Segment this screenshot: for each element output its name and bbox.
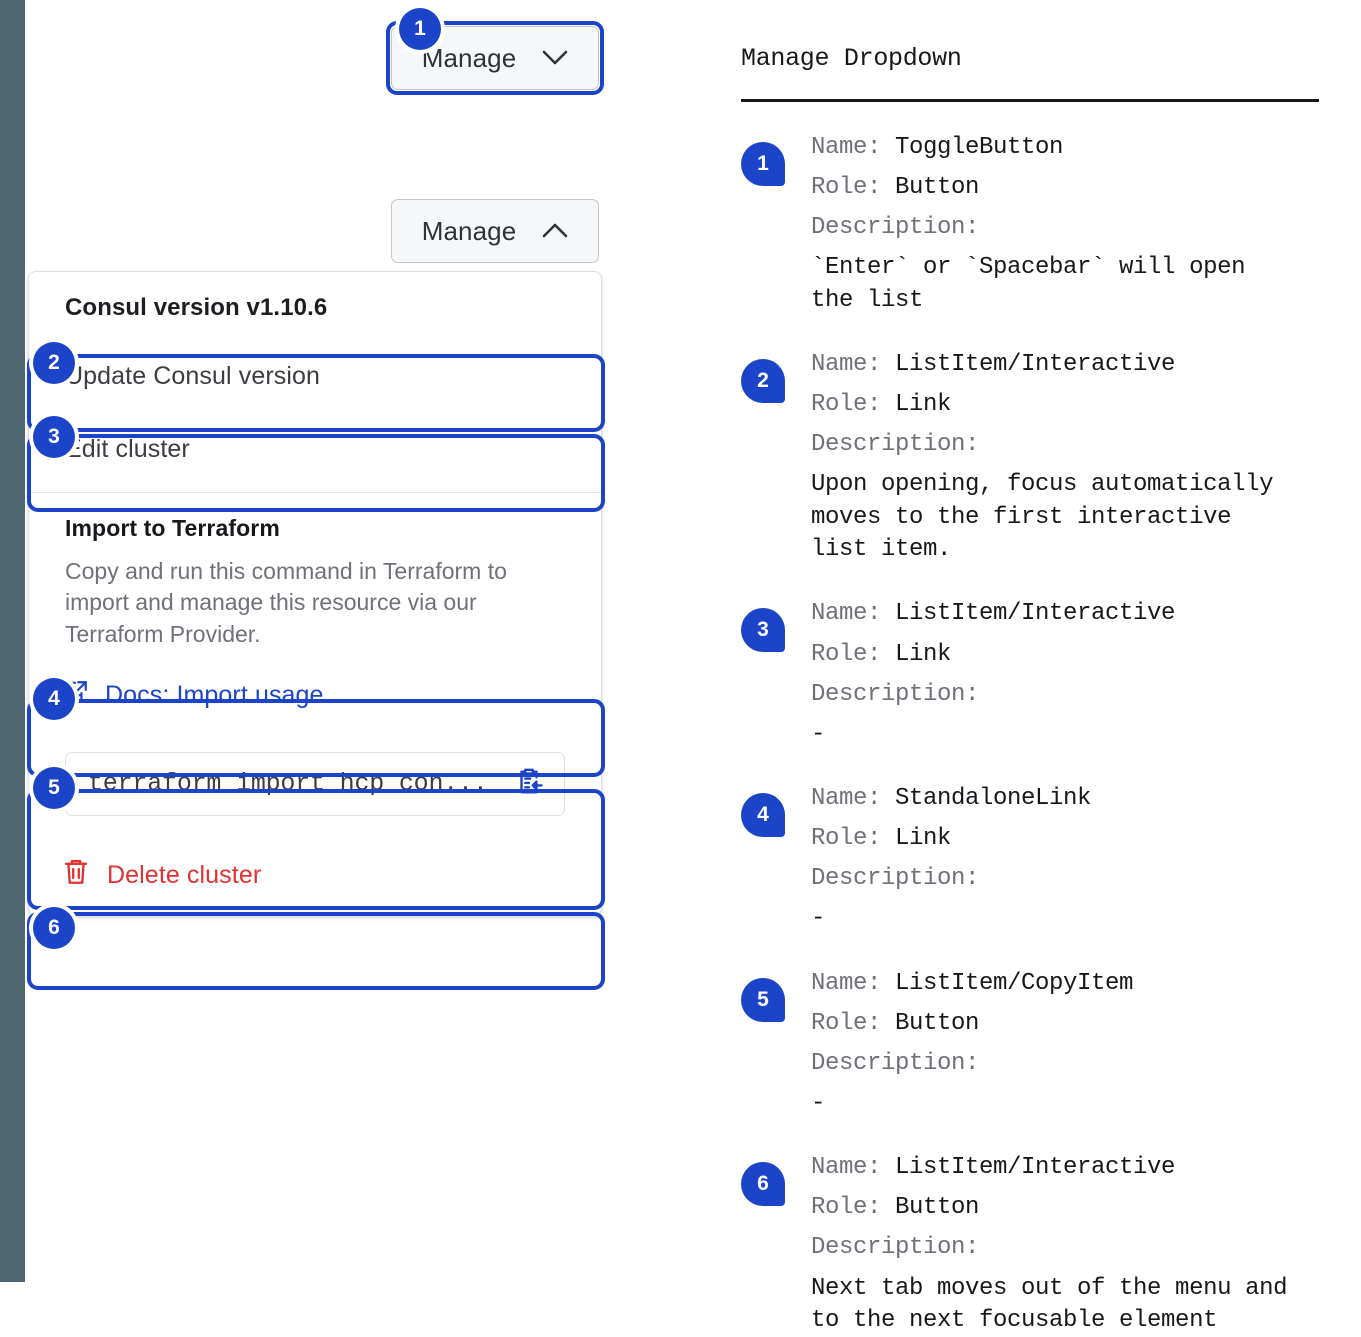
terraform-command-row: terraform import hcp_con...	[29, 734, 601, 836]
doc-entry-name: Name: ToggleButton	[811, 134, 1064, 161]
doc-entry-name: Name: ListItem/Interactive	[811, 600, 1176, 628]
doc-entry-description-label: Description:	[811, 431, 980, 459]
terraform-command-text: terraform import hcp_con...	[88, 769, 488, 799]
left-sidebar-rail	[0, 0, 25, 1282]
doc-pin-badge-5: 5	[741, 977, 785, 1022]
doc-pin-badge-2: 2	[741, 359, 785, 404]
focus-ring-delete-cluster	[27, 912, 605, 990]
manage-toggle-button-expanded[interactable]: Manage	[391, 199, 599, 263]
doc-entry-role: Role: Button	[811, 1009, 980, 1037]
copy-to-clipboard-icon[interactable]	[514, 766, 544, 801]
doc-entry-description-label: Description:	[811, 214, 980, 242]
terraform-section-title: Import to Terraform	[65, 514, 280, 541]
terraform-import-section: Import to Terraform Copy and run this co…	[29, 493, 601, 657]
doc-entry-description-label: Description:	[811, 865, 980, 893]
chevron-down-icon	[542, 50, 568, 66]
doc-entry-description-label: Description:	[811, 1234, 980, 1262]
doc-entry-role: Role: Link	[811, 391, 952, 419]
doc-title: Manage Dropdown	[741, 44, 962, 73]
dropdown-item-label: Edit cluster	[65, 434, 190, 463]
doc-pin-badge-4: 4	[741, 793, 785, 838]
doc-entry-description: -	[811, 720, 826, 748]
annotation-badge-1: 1	[399, 8, 441, 50]
annotation-badge-5: 5	[33, 767, 75, 809]
dropdown-item-docs-import-usage[interactable]: Docs: Import usage	[29, 657, 601, 734]
dropdown-item-edit-cluster[interactable]: Edit cluster	[29, 413, 601, 486]
chevron-up-icon	[542, 223, 568, 239]
dropdown-item-delete-cluster[interactable]: Delete cluster	[29, 836, 601, 915]
doc-pin-badge-1: 1	[741, 142, 785, 186]
doc-pin-badge-3: 3	[741, 608, 785, 653]
manage-toggle-button-collapsed[interactable]: Manage	[391, 26, 599, 90]
dropdown-header-consul-version: Consul version v1.10.6	[65, 294, 328, 321]
doc-entry-role: Role: Button	[811, 174, 980, 202]
manage-dropdown-panel: Consul version v1.10.6 Update Consul ver…	[28, 271, 602, 916]
doc-entry-name: Name: ListItem/Interactive	[811, 1154, 1176, 1182]
manage-button-label-expanded: Manage	[421, 215, 517, 246]
terraform-section-description: Copy and run this command in Terraform t…	[65, 557, 507, 647]
manage-button-label: Manage	[421, 42, 517, 73]
annotation-badge-6: 6	[33, 907, 75, 949]
doc-entry-description: Next tab moves out of the menu and to th…	[811, 1274, 1288, 1334]
doc-entry-name: Name: StandaloneLink	[811, 785, 1092, 813]
doc-entry-description: -	[811, 1089, 826, 1117]
copy-command-box[interactable]: terraform import hcp_con...	[65, 751, 565, 816]
doc-entry-name: Name: ListItem/Interactive	[811, 351, 1176, 379]
doc-title-underline	[741, 99, 1319, 102]
doc-entry-description-label: Description:	[811, 1049, 980, 1077]
trash-icon	[63, 858, 89, 893]
doc-entry-role: Role: Button	[811, 1194, 980, 1222]
doc-entry-role: Role: Link	[811, 825, 952, 853]
annotation-badge-4: 4	[33, 678, 75, 720]
docs-link-label: Docs: Import usage	[105, 680, 324, 709]
dropdown-divider	[29, 491, 601, 493]
dropdown-item-label: Update Consul version	[65, 362, 321, 390]
annotation-badge-2: 2	[33, 342, 75, 384]
dropdown-item-update-consul-version[interactable]: Update Consul version	[29, 340, 601, 413]
doc-pin-badge-6: 6	[741, 1162, 785, 1207]
doc-entry-description: `Enter` or `Spacebar` will open the list	[811, 254, 1246, 314]
doc-entry-description-label: Description:	[811, 680, 980, 708]
delete-cluster-label: Delete cluster	[107, 860, 262, 889]
doc-entry-description: -	[811, 905, 826, 933]
doc-entry-role: Role: Link	[811, 640, 952, 668]
doc-entry-name: Name: ListItem/CopyItem	[811, 969, 1134, 997]
doc-entry-description: Upon opening, focus automatically moves …	[811, 471, 1274, 564]
annotation-badge-3: 3	[33, 416, 75, 458]
annotated-ui-column: Manage 1 Manage Consul version v1.10.6 U…	[25, 0, 725, 1282]
